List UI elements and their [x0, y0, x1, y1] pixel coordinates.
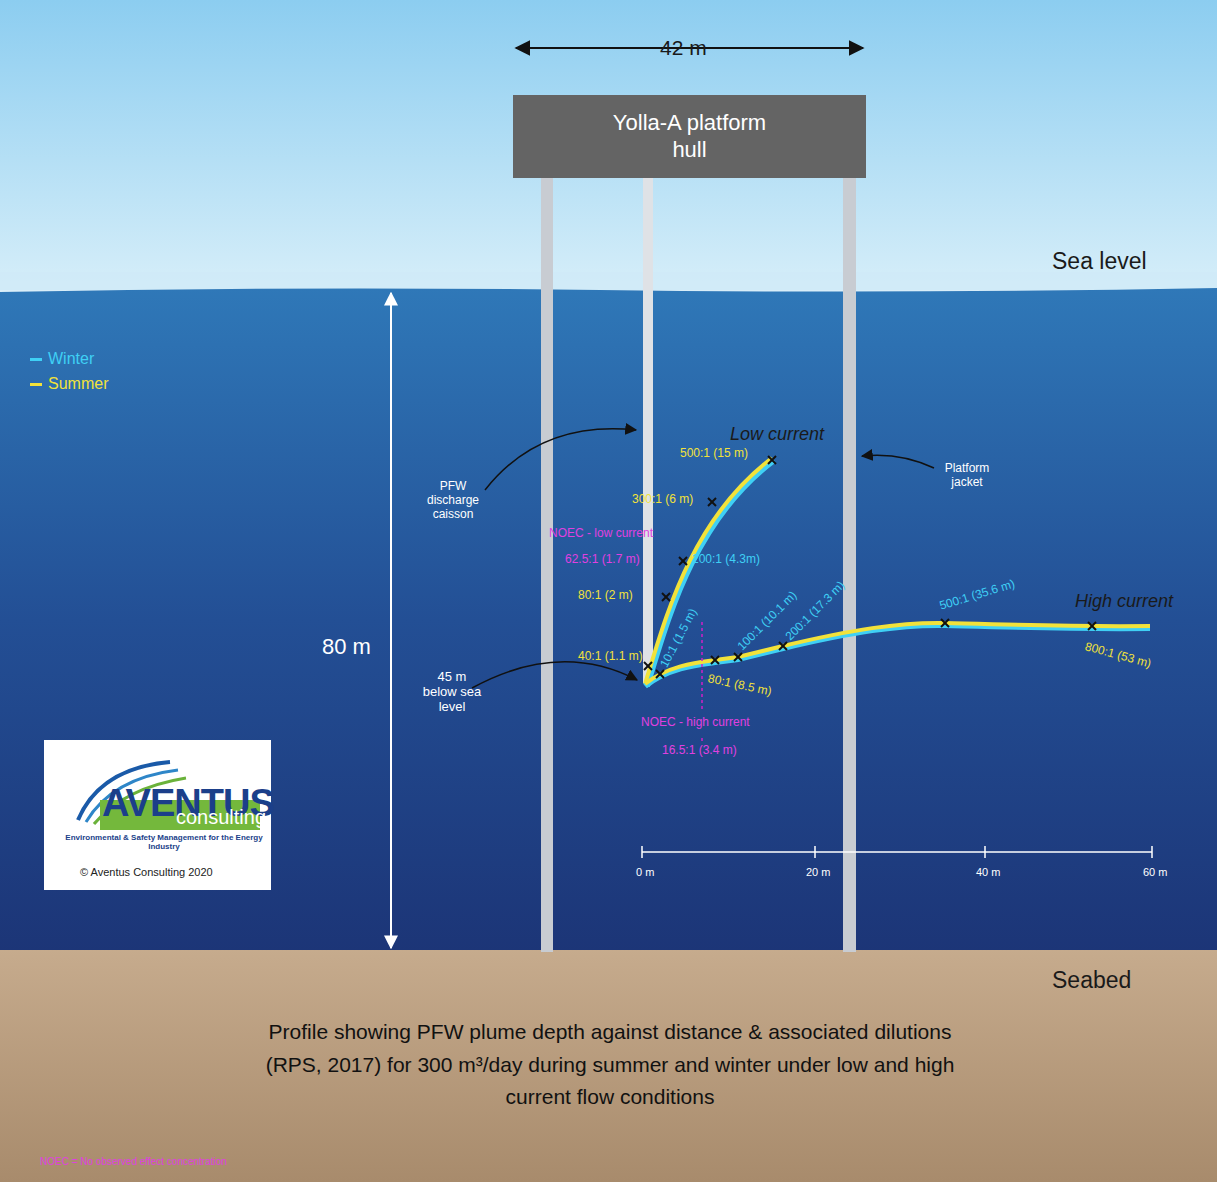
x-mark	[768, 456, 776, 464]
caption: Profile showing PFW plume depth against …	[240, 1016, 980, 1114]
x-mark	[941, 619, 949, 627]
x-mark	[679, 557, 687, 565]
dilution-label: 300:1 (6 m)	[632, 493, 693, 507]
scale-label: 0 m	[636, 866, 654, 879]
logo-tagline: Environmental & Safety Management for th…	[64, 833, 264, 851]
x-mark	[662, 593, 670, 601]
x-mark	[708, 498, 716, 506]
copyright: © Aventus Consulting 2020	[80, 866, 213, 879]
scale-label: 40 m	[976, 866, 1000, 879]
dilution-label: 500:1 (15 m)	[680, 447, 748, 461]
legend-swatch	[30, 383, 42, 386]
legend-swatch	[30, 358, 42, 361]
platform-hull: Yolla-A platform hull	[513, 95, 866, 178]
x-mark	[1088, 622, 1096, 630]
x-mark	[708, 498, 716, 506]
x-mark	[711, 656, 719, 664]
x-mark	[734, 653, 742, 661]
noec-label: NOEC - low current	[549, 527, 653, 541]
x-mark	[644, 662, 652, 670]
hull-label: Yolla-A platform hull	[600, 110, 780, 163]
x-mark	[679, 557, 687, 565]
depth-dimension: 80 m	[322, 634, 371, 659]
callout-label: Platform jacket	[937, 462, 997, 490]
x-mark	[711, 656, 719, 664]
scale-label: 60 m	[1143, 866, 1167, 879]
x-mark	[941, 619, 949, 627]
dimension-label: 42 m	[660, 36, 707, 60]
legend-text: Winter	[48, 350, 94, 368]
scale-label: 20 m	[806, 866, 830, 879]
logo-box: AVENTUSconsultingEnvironmental & Safety …	[44, 740, 271, 890]
callout-label: 45 m below sea level	[420, 670, 484, 715]
x-mark	[656, 670, 664, 678]
x-mark	[662, 593, 670, 601]
dilution-label: 80:1 (2 m)	[578, 589, 633, 603]
current-label: Low current	[730, 424, 824, 445]
logo-subtitle: consulting	[176, 806, 266, 829]
x-mark	[656, 670, 664, 678]
legend-text: Summer	[48, 375, 108, 393]
x-mark	[779, 642, 787, 650]
x-mark	[734, 653, 742, 661]
noec-label: 62.5:1 (1.7 m)	[565, 553, 640, 567]
dilution-label: 200:1 (4.3m)	[692, 553, 760, 567]
footnote: NOEC = No observed effect concentration	[40, 1156, 227, 1168]
x-mark	[768, 456, 776, 464]
x-mark	[1088, 622, 1096, 630]
current-label: High current	[1075, 591, 1173, 612]
seabed-label: Seabed	[1052, 967, 1131, 993]
noec-label: NOEC - high current	[641, 716, 750, 730]
noec-label: 16.5:1 (3.4 m)	[662, 744, 737, 758]
dilution-label: 40:1 (1.1 m)	[578, 650, 643, 664]
callout-label: PFW discharge caisson	[422, 480, 484, 521]
sea-level-label: Sea level	[1052, 248, 1147, 274]
x-mark	[779, 642, 787, 650]
x-mark	[644, 662, 652, 670]
